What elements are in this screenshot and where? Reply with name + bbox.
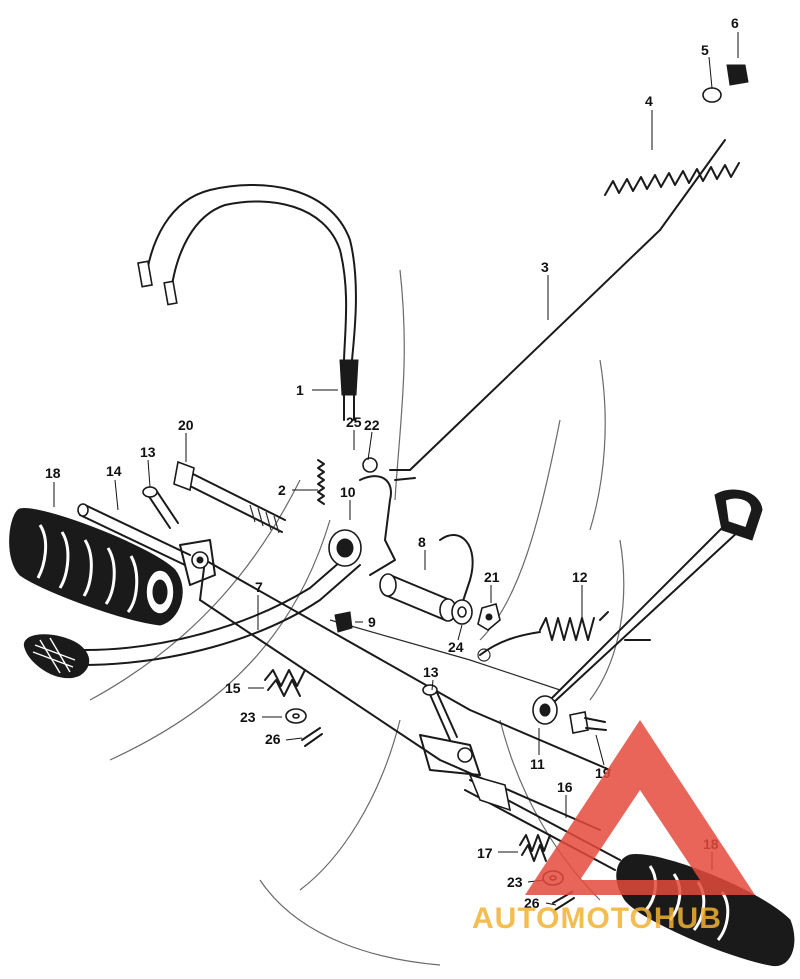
frame-outline	[89, 269, 625, 966]
clevis-pin-center	[422, 684, 458, 741]
label-7: 7	[255, 579, 263, 595]
stop-switch-cable	[137, 184, 359, 421]
callouts: 1 2 3 4 5 6 7 8 9 10 11 12 13 13 14 15 1…	[45, 15, 739, 911]
watermark-logo: AUTOMOTOHUB	[472, 720, 755, 935]
leader-lines	[53, 32, 739, 906]
label-6: 6	[731, 15, 739, 31]
long-bolt	[173, 460, 286, 534]
rod-spring	[604, 139, 740, 231]
label-3: 3	[541, 259, 549, 275]
label-26a: 26	[265, 731, 281, 747]
label-1: 1	[296, 382, 304, 398]
cotter-pin-left	[301, 727, 323, 747]
footpeg-pin-left	[77, 503, 191, 566]
label-18a: 18	[45, 465, 61, 481]
footpeg-bracket-right	[419, 734, 481, 776]
clevis-pin-left	[142, 486, 179, 529]
adjuster-nut	[726, 64, 749, 86]
label-20: 20	[178, 417, 194, 433]
label-11: 11	[530, 756, 545, 772]
label-22: 22	[364, 417, 380, 433]
switch-spring	[317, 459, 325, 505]
label-2: 2	[278, 482, 286, 498]
pedal-pivot-boss	[328, 457, 396, 576]
return-spring	[477, 611, 609, 662]
nut-21	[477, 603, 501, 631]
label-26b: 26	[524, 895, 540, 911]
watermark-triangle-icon	[525, 720, 755, 895]
footpeg-rubber-left	[9, 508, 183, 626]
rod-joint	[702, 87, 722, 103]
side-stand	[532, 489, 763, 725]
collar-bracket	[439, 534, 474, 611]
label-8: 8	[418, 534, 426, 550]
brake-rod	[389, 229, 661, 481]
grease-nipple	[334, 611, 353, 633]
label-24: 24	[448, 639, 464, 655]
label-17: 17	[477, 845, 493, 861]
label-10: 10	[340, 484, 356, 500]
pedal-spring-right	[519, 834, 551, 862]
label-13b: 13	[423, 664, 439, 680]
label-12: 12	[572, 569, 588, 585]
washer-left	[285, 708, 307, 724]
label-23b: 23	[507, 874, 523, 890]
label-15: 15	[225, 680, 241, 696]
washer-24	[451, 599, 473, 625]
label-14: 14	[106, 463, 122, 479]
label-5: 5	[701, 42, 709, 58]
label-9: 9	[368, 614, 376, 630]
watermark-text: AUTOMOTOHUB	[472, 902, 722, 935]
label-21: 21	[484, 569, 500, 585]
spacer-collar	[379, 573, 457, 622]
label-4: 4	[645, 93, 653, 109]
footpeg-bracket-left	[179, 539, 216, 586]
label-16: 16	[557, 779, 573, 795]
brake-pedal	[23, 554, 361, 679]
footrest-bar	[199, 559, 611, 831]
label-23a: 23	[240, 709, 256, 725]
stand-bolt	[569, 711, 607, 734]
label-25: 25	[346, 414, 362, 430]
pedal-spring-left	[264, 669, 306, 697]
label-13a: 13	[140, 444, 156, 460]
